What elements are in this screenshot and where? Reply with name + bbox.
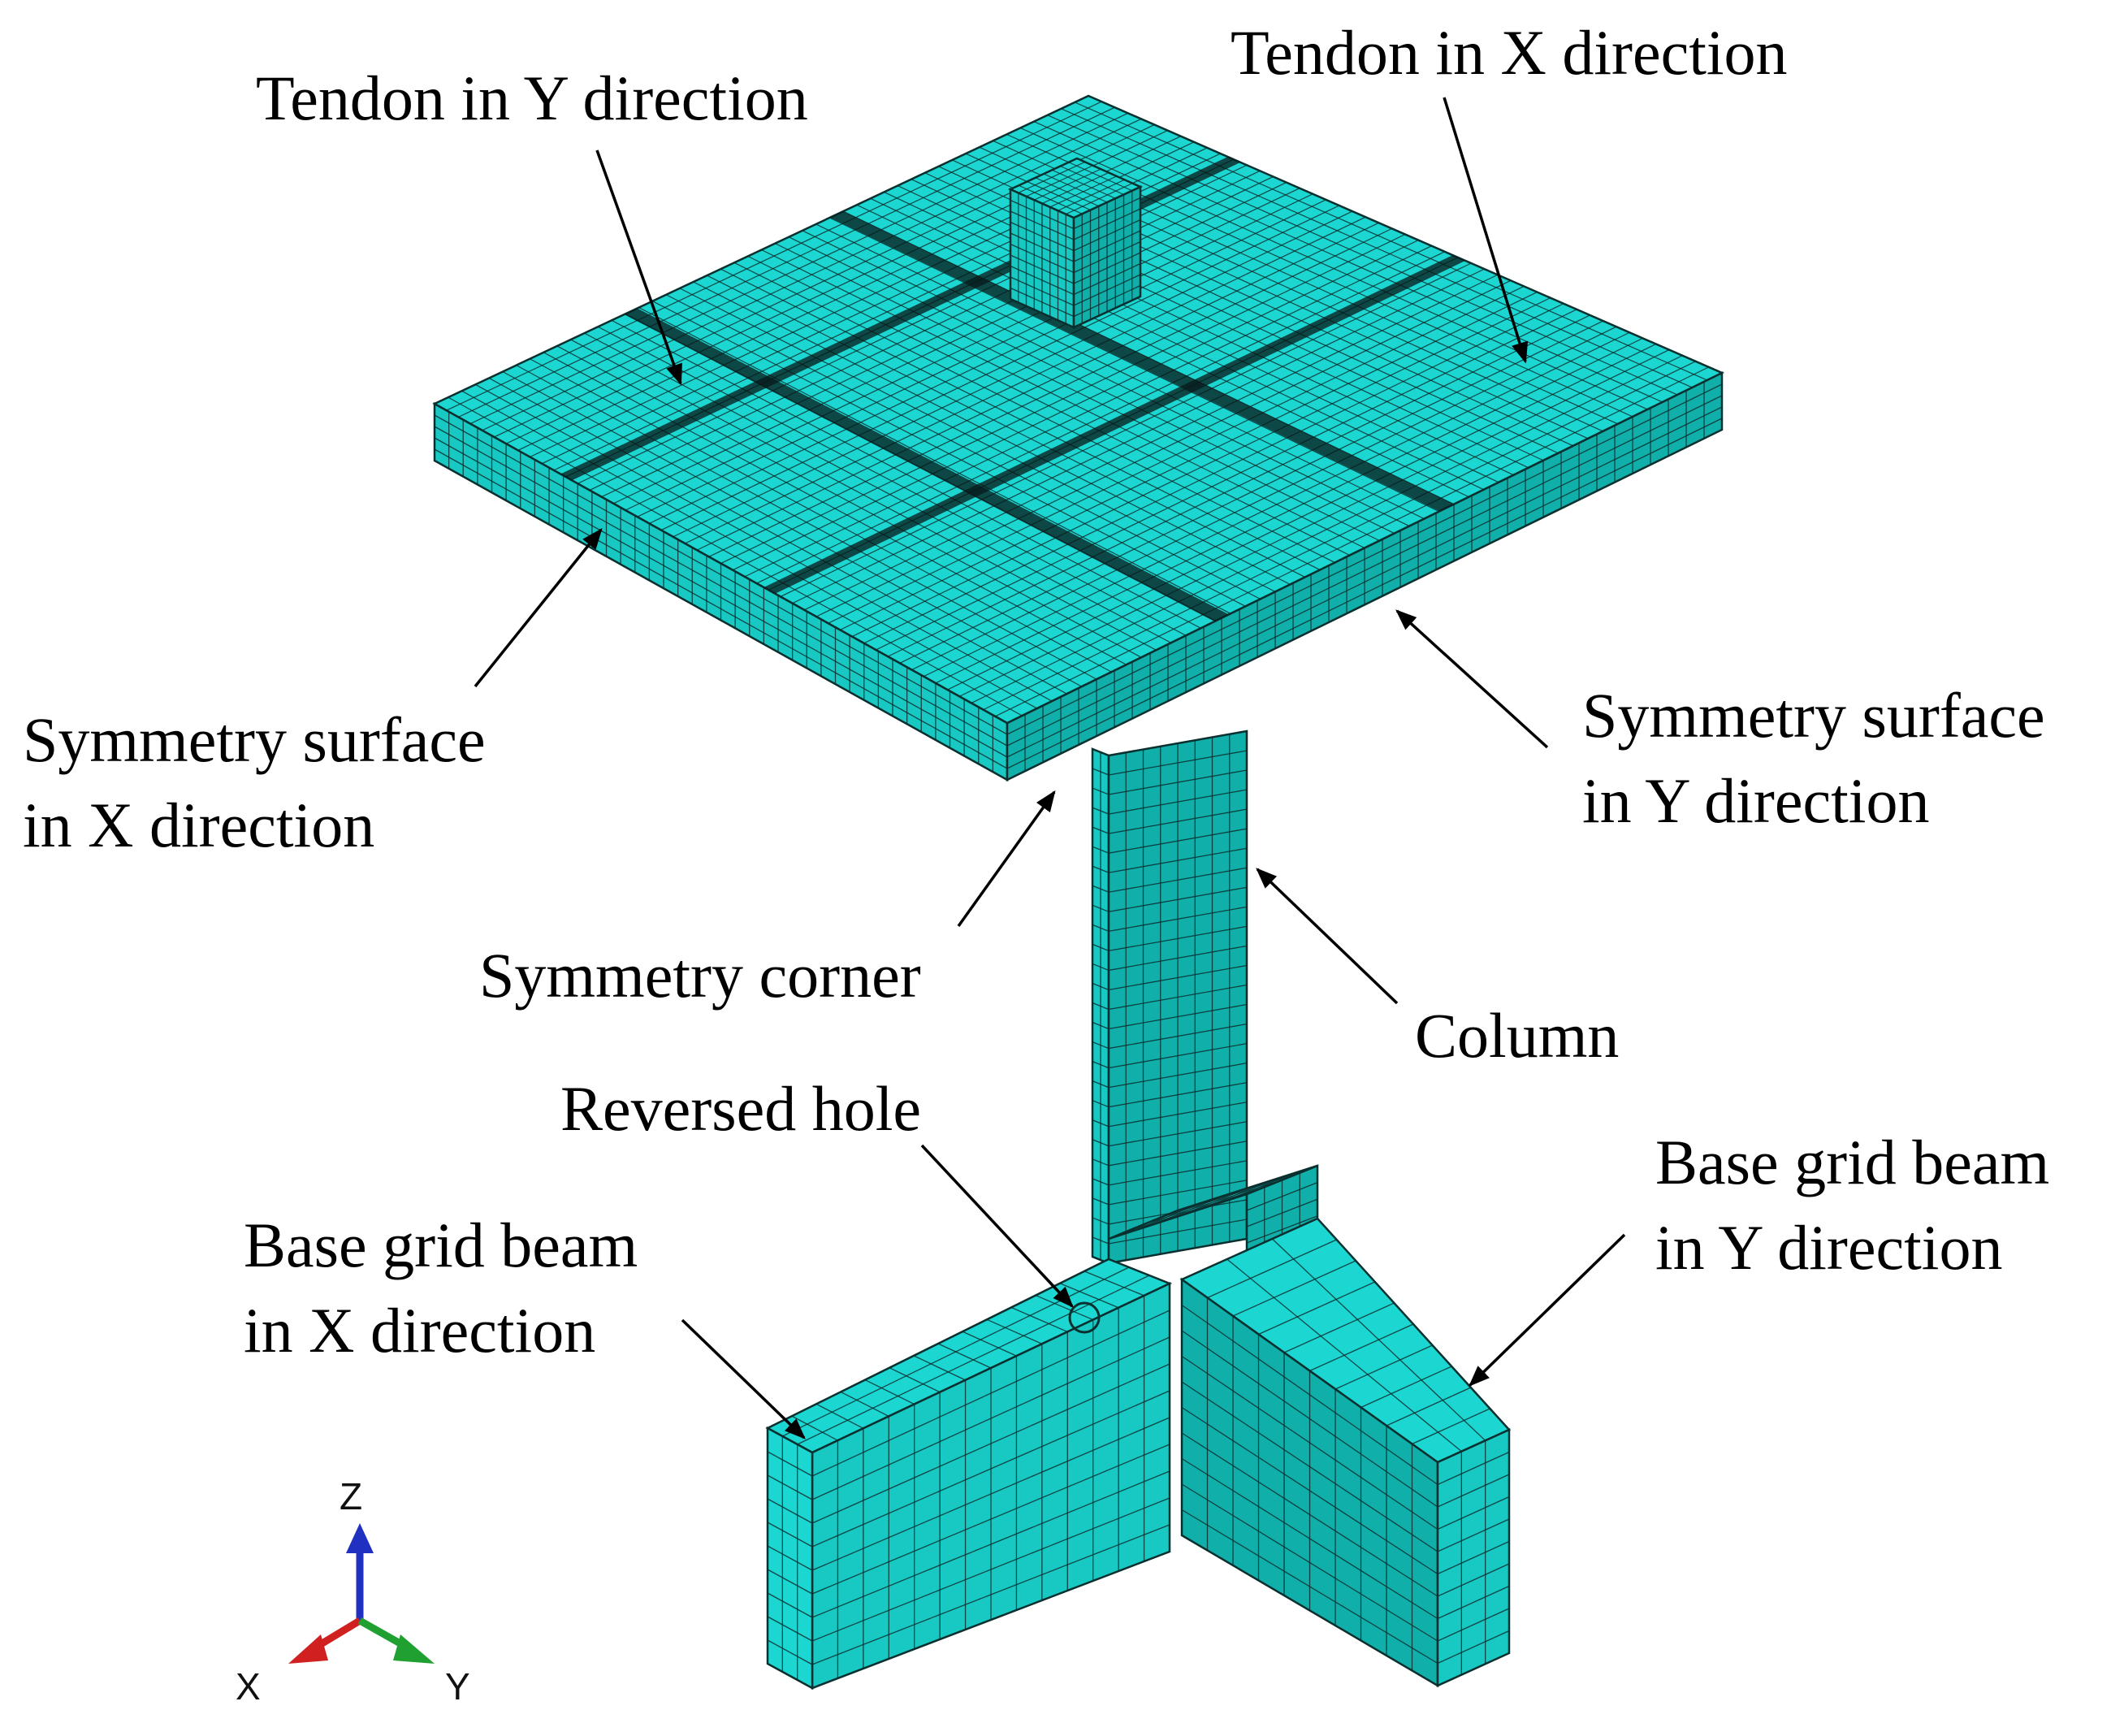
label-symmetry-surface-x-line2: in X direction — [23, 790, 375, 861]
tendon-strip — [764, 255, 1466, 594]
tendon-strip — [830, 211, 1454, 512]
arrow-symmetry-surface-x — [474, 527, 603, 688]
upper-column-right-face — [1072, 185, 1142, 329]
base-beam-x-end — [766, 1426, 814, 1691]
triad-x-letter: X — [236, 1665, 261, 1708]
arrow-reversed-hole — [920, 1144, 1074, 1308]
label-base-beam-y-line1: Base grid beam — [1655, 1127, 2050, 1197]
triad-y-letter: Y — [445, 1665, 470, 1708]
mesh-layer — [432, 94, 1724, 1691]
label-tendon-y: Tendon in Y direction — [256, 55, 808, 141]
label-symmetry-surface-x: Symmetry surface in X direction — [23, 697, 486, 868]
base-beam-x-side — [811, 1282, 1171, 1690]
column-right-face — [1107, 729, 1248, 1265]
upper-column-top-face — [1007, 157, 1144, 219]
label-symmetry-surface-y: Symmetry surface in Y direction — [1582, 673, 2045, 844]
callout-arrows — [474, 97, 1626, 1439]
label-tendon-y-text: Tendon in Y direction — [256, 63, 808, 133]
reversed-hole-mark — [1068, 1301, 1101, 1334]
column-left-face — [1091, 747, 1110, 1265]
base-back-top — [1108, 1164, 1318, 1240]
label-symmetry-surface-x-line1: Symmetry surface — [23, 704, 486, 775]
axis-triad: Z X Y — [236, 1475, 470, 1708]
label-reversed-hole: Reversed hole — [560, 1066, 921, 1151]
triad-z-arrowhead — [346, 1523, 374, 1553]
label-base-beam-y-line2: in Y direction — [1655, 1212, 2003, 1284]
base-beam-y-end — [1436, 1428, 1511, 1687]
triad-z-letter: Z — [340, 1475, 362, 1517]
arrow-tendon-y — [595, 149, 682, 386]
arrow-base-beam-y — [1469, 1233, 1626, 1387]
label-base-beam-x-line1: Base grid beam — [244, 1210, 638, 1280]
tendon-strip — [624, 308, 1229, 621]
slab-top-face — [432, 94, 1724, 725]
triad-y-arrowhead — [393, 1634, 435, 1664]
label-base-beam-x: Base grid beam in X direction — [244, 1202, 638, 1374]
arrow-symmetry-corner — [957, 790, 1056, 928]
label-tendon-x-text: Tendon in X direction — [1231, 17, 1788, 88]
label-reversed-hole-text: Reversed hole — [560, 1073, 922, 1144]
label-column: Column — [1415, 993, 1619, 1078]
arrow-symmetry-surface-y — [1395, 609, 1549, 749]
label-base-beam-x-line2: in X direction — [244, 1295, 596, 1366]
label-tendon-x: Tendon in X direction — [1231, 10, 1788, 95]
arrow-base-beam-x — [681, 1318, 806, 1439]
arrow-tendon-x — [1443, 97, 1529, 364]
label-base-beam-y: Base grid beam in Y direction — [1655, 1119, 2049, 1291]
label-symmetry-corner: Symmetry corner — [479, 933, 921, 1018]
label-column-text: Column — [1415, 1000, 1620, 1071]
slab-right-side-face — [1006, 370, 1724, 782]
arrow-column — [1256, 868, 1399, 1005]
label-symmetry-corner-text: Symmetry corner — [479, 940, 921, 1011]
triad-x-arrowhead — [288, 1634, 328, 1664]
label-symmetry-surface-y-line2: in Y direction — [1582, 765, 1930, 837]
label-symmetry-surface-y-line1: Symmetry surface — [1582, 680, 2045, 751]
